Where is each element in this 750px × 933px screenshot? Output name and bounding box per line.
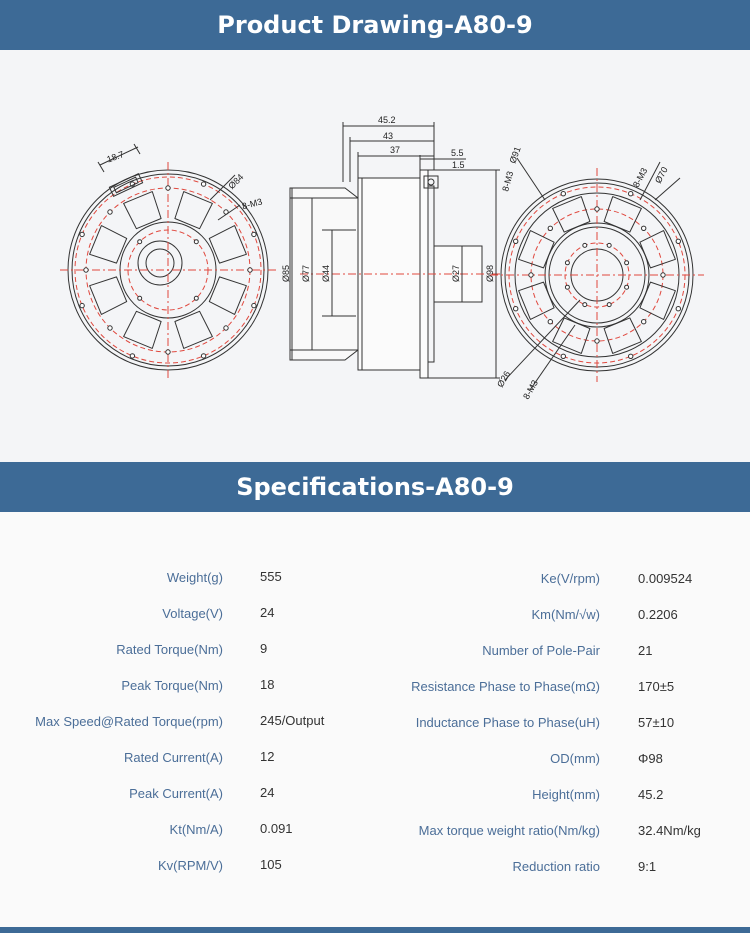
side-len-43: 43 [383,131,393,141]
spec-value-left-1: 24 [260,605,275,620]
spec-value-right-6: 45.2 [638,787,664,802]
spec-value-right-8: 9:1 [638,859,657,874]
spec-label-right-8: Reduction ratio [512,859,600,874]
front-holes-label: 8-M3 [241,196,263,211]
specifications-header: Specifications-A80-9 [0,462,750,512]
spec-label-right-1: Km(Nm/√w) [531,607,600,622]
spec-label-right-4: Inductance Phase to Phase(uH) [415,715,600,730]
spec-value-right-0: 0.009524 [638,571,693,586]
spec-value-left-2: 9 [260,641,268,656]
spec-value-right-1: 0.2206 [638,607,678,622]
spec-label-left-3: Peak Torque(Nm) [121,678,223,693]
product-drawing-title: Product Drawing-A80-9 [217,11,533,39]
spec-label-left-6: Peak Current(A) [129,786,223,801]
front-outer-dia: Ø84 [226,172,245,191]
spec-value-left-0: 555 [260,569,282,584]
spec-value-right-4: 57±10 [638,715,675,730]
spec-label-left-8: Kv(RPM/V) [158,858,223,873]
product-drawing-header: Product Drawing-A80-9 [0,0,750,50]
spec-value-left-6: 24 [260,785,275,800]
back-holes-b: 8-M3 [631,166,649,189]
front-slot-width: 18.7 [105,149,125,164]
back-view [490,157,704,391]
spec-value-right-2: 21 [638,643,653,658]
side-len-total: 45.2 [378,115,396,125]
back-holes-c: 8-M3 [521,378,540,401]
spec-value-right-7: 32.4Nm/kg [638,823,701,838]
spec-label-right-0: Ke(V/rpm) [540,571,600,586]
spec-label-right-5: OD(mm) [550,751,600,766]
side-len-5-5: 5.5 [451,148,464,158]
front-view [60,143,276,378]
back-dia-26: Ø26 [495,369,512,389]
spec-value-left-4: 245/Output [260,713,325,728]
side-dia-85: Ø85 [281,265,291,282]
spec-label-left-0: Weight(g) [166,570,223,585]
drawing-svg: 18.7 Ø84 8-M3 [60,115,704,401]
spec-label-left-1: Voltage(V) [162,606,223,621]
spec-value-left-5: 12 [260,749,275,764]
spec-label-left-2: Rated Torque(Nm) [116,642,223,657]
side-len-37: 37 [390,145,400,155]
back-dia-70: Ø70 [653,165,670,185]
back-dia-91: Ø91 [507,145,522,164]
spec-label-right-7: Max torque weight ratio(Nm/kg) [418,823,600,838]
specifications-title: Specifications-A80-9 [236,473,514,501]
side-dia-77: Ø77 [301,265,311,282]
spec-label-right-2: Number of Pole-Pair [482,643,600,658]
side-len-1-5: 1.5 [452,160,465,170]
technical-drawing: 18.7 Ø84 8-M3 [0,50,750,462]
spec-value-right-5: Φ98 [638,751,663,766]
spec-value-left-8: 105 [260,857,282,872]
spec-label-left-4: Max Speed@Rated Torque(rpm) [35,714,223,729]
spec-value-right-3: 170±5 [638,679,675,694]
spec-value-left-3: 18 [260,677,275,692]
back-holes-a: 8-M3 [500,170,515,192]
spec-value-left-7: 0.091 [260,821,293,836]
spec-label-left-5: Rated Current(A) [124,750,223,765]
side-dia-27: Ø27 [451,265,461,282]
side-dia-98: Ø98 [485,265,495,282]
side-dia-44: Ø44 [321,265,331,282]
spec-label-left-7: Kt(Nm/A) [169,822,223,837]
side-view [289,122,500,379]
footer-divider [0,927,750,933]
spec-label-right-6: Height(mm) [532,787,600,802]
spec-label-right-3: Resistance Phase to Phase(mΩ) [411,679,600,694]
